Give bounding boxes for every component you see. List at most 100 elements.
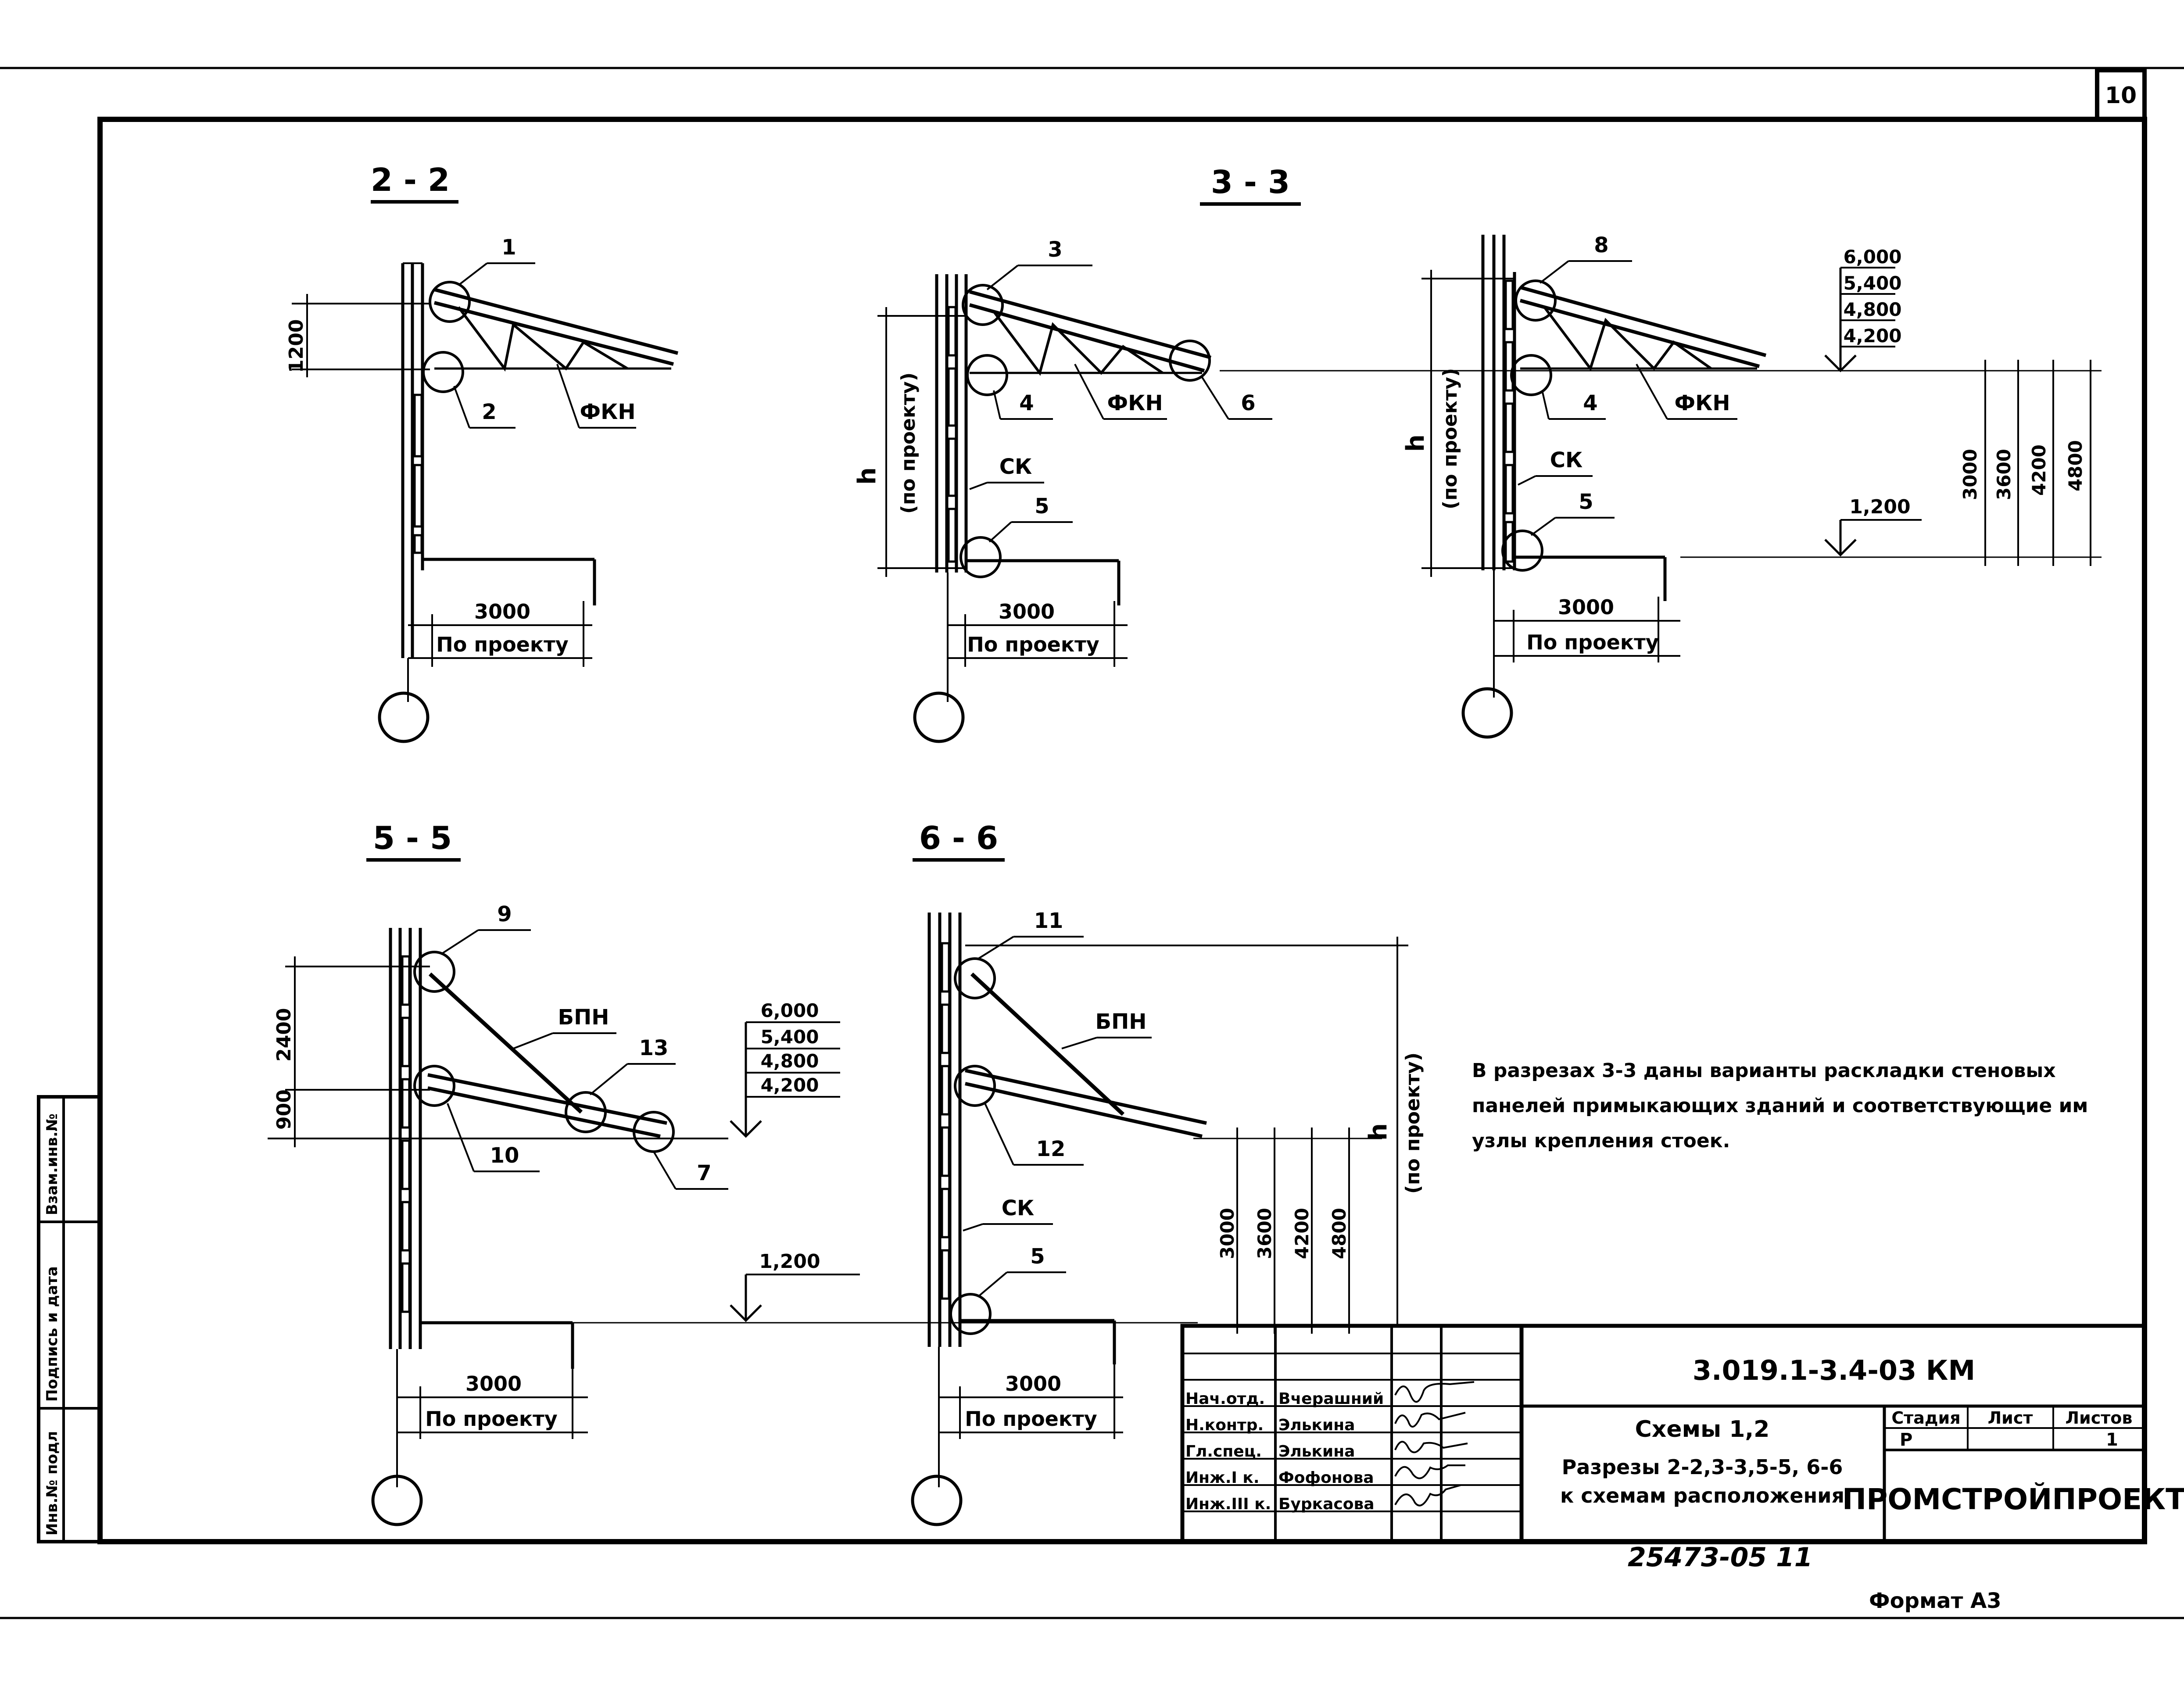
note-line-3: узлы крепления стоек. (1472, 1130, 1730, 1152)
height-3600-b: 3600 (1254, 1208, 1275, 1259)
signature-2 (1394, 1441, 1468, 1453)
level-5400-a: 5,400 (1844, 272, 1902, 294)
inventory-note: 25473-05 11 (1628, 1542, 1813, 1573)
po-proektu-3-3-a: По проекту (967, 633, 1099, 656)
po-proektu-2-2: По проекту (436, 633, 569, 656)
label-fkn-3-3-b: ФКН (1674, 391, 1730, 415)
stage-value: Р (1900, 1430, 1912, 1450)
po-proektu-5-5: По проекту (425, 1407, 558, 1431)
sheet-label: Лист (1988, 1408, 2033, 1428)
label-fkn-3-3-a: ФКН (1107, 391, 1163, 415)
stage-label: Стадия (1891, 1408, 1960, 1428)
name-0: Вчерашний (1278, 1390, 1384, 1408)
label-h-note-66: (по проекту) (1402, 1052, 1424, 1194)
callout-12: 12 (1036, 1137, 1066, 1161)
stamp-label-inv: Инв.№ подл (43, 1431, 61, 1536)
callout-5-a: 5 (1035, 494, 1049, 519)
drawing-code: 3.019.1-3.4-03 КМ (1693, 1354, 1975, 1386)
signature-4 (1394, 1484, 1461, 1507)
format-note: Формат А3 (1869, 1589, 2001, 1613)
level-6000-b: 6,000 (761, 1000, 819, 1021)
po-proektu-3-3-b: По проекту (1526, 630, 1659, 654)
dim-3000-3-3-b: 3000 (1558, 595, 1614, 619)
callout-4-a: 4 (1019, 391, 1034, 415)
role-0: Нач.отд. (1185, 1390, 1265, 1408)
section-title-5-5: 5 - 5 (373, 820, 452, 856)
note-line-1: В разрезах 3-3 даны варианты раскладки с… (1472, 1060, 2056, 1082)
sheets-label: Листов (2066, 1408, 2133, 1428)
level-1200-a: 1,200 (1849, 496, 1910, 518)
name-1: Элькина (1278, 1416, 1355, 1434)
section-3-3-a: 3 - 3 3 4 ФКН 6 СК 5 (853, 164, 1301, 743)
level-4200-b: 4,200 (761, 1074, 819, 1096)
callout-9: 9 (497, 902, 512, 927)
dim-3000-3-3-a: 3000 (999, 600, 1055, 623)
dim-2400: 2400 (273, 1008, 295, 1062)
callout-7: 7 (697, 1161, 711, 1185)
label-bpn-5-5: БПН (558, 1005, 609, 1030)
label-h-66: h (1364, 1123, 1393, 1141)
sheet-frame: 10 (0, 67, 2184, 1619)
title-line-3: к схемам расположения (1560, 1484, 1844, 1507)
section-title-3-3: 3 - 3 (1211, 164, 1290, 200)
height-4200-a: 4200 (2028, 444, 2050, 496)
callout-2: 2 (482, 400, 496, 424)
role-2: Гл.спец. (1185, 1443, 1262, 1460)
sheet-number: 10 (2105, 82, 2137, 109)
name-3: Фофонова (1278, 1469, 1374, 1487)
height-3000-b: 3000 (1217, 1208, 1238, 1259)
height-4800-a: 4800 (2065, 440, 2086, 491)
label-h-note-a: (по проекту) (897, 372, 920, 514)
dim-1200: 1200 (285, 319, 308, 373)
sheets-value: 1 (2106, 1430, 2118, 1450)
level-4200-a: 4,200 (1844, 325, 1902, 347)
level-1200-b: 1,200 (759, 1250, 820, 1273)
label-sk-a: СК (999, 455, 1032, 479)
role-1: Н.контр. (1185, 1416, 1264, 1434)
height-4200-b: 4200 (1291, 1208, 1313, 1259)
note-line-2: панелей примыкающих зданий и соответству… (1472, 1095, 2088, 1117)
title-block: 3.019.1-3.4-03 КМ Нач.отд. Н.контр. Гл.с… (1180, 1324, 2184, 1544)
callout-5-66: 5 (1030, 1244, 1045, 1269)
role-3: Инж.I к. (1185, 1469, 1260, 1487)
title-line-1: Схемы 1,2 (1635, 1416, 1770, 1443)
role-4: Инж.III к. (1185, 1495, 1271, 1513)
callout-3: 3 (1048, 237, 1062, 262)
section-3-3-b: 8 4 ФКН СК 5 h (по проекту) 3000 По прое… (1220, 233, 2102, 739)
callout-13: 13 (639, 1036, 669, 1060)
height-3000-a: 3000 (1959, 449, 1981, 500)
callout-10: 10 (490, 1143, 519, 1168)
label-sk-b: СК (1550, 448, 1583, 473)
label-bpn-6-6: БПН (1096, 1009, 1147, 1034)
title-line-2: Разрезы 2-2,3-3,5-5, 6-6 (1562, 1455, 1843, 1479)
general-note: В разрезах 3-3 даны варианты раскладки с… (1472, 1060, 2088, 1152)
name-4: Буркасова (1278, 1495, 1375, 1513)
dim-3000-5-5: 3000 (465, 1372, 522, 1396)
section-title-2-2: 2 - 2 (371, 161, 450, 198)
stamp-label-sign: Подпись и дата (43, 1266, 61, 1402)
label-fkn-2-2: ФКН (580, 400, 635, 424)
label-h-a: h (853, 467, 881, 485)
dim-900: 900 (273, 1089, 295, 1130)
callout-11: 11 (1034, 909, 1063, 933)
section-2-2: 2 - 2 1 2 ФКН 1200 (285, 161, 679, 743)
height-4800-b: 4800 (1328, 1208, 1350, 1259)
signature-3 (1394, 1464, 1465, 1479)
callout-1: 1 (501, 235, 516, 260)
label-h-b: h (1401, 434, 1430, 452)
dim-3000-2-2: 3000 (474, 600, 530, 623)
level-6000-a: 6,000 (1844, 246, 1902, 268)
callout-6: 6 (1241, 391, 1255, 415)
side-stamp: Инв.№ подл Подпись и дата Взам.инв.№ (37, 1095, 102, 1543)
level-5400-b: 5,400 (761, 1026, 819, 1048)
label-h-note-b: (по проекту) (1439, 368, 1461, 509)
organization-name: ПРОМСТРОЙПРОЕКТ (1842, 1482, 2184, 1516)
stamp-label-vzam: Взам.инв.№ (43, 1113, 61, 1215)
section-title-6-6: 6 - 6 (919, 820, 998, 856)
callout-8: 8 (1594, 233, 1608, 258)
label-sk-66: СК (1002, 1196, 1034, 1221)
po-proektu-6-6: По проекту (965, 1407, 1097, 1431)
height-3600-a: 3600 (1993, 449, 2015, 500)
level-4800-b: 4,800 (761, 1050, 819, 1072)
